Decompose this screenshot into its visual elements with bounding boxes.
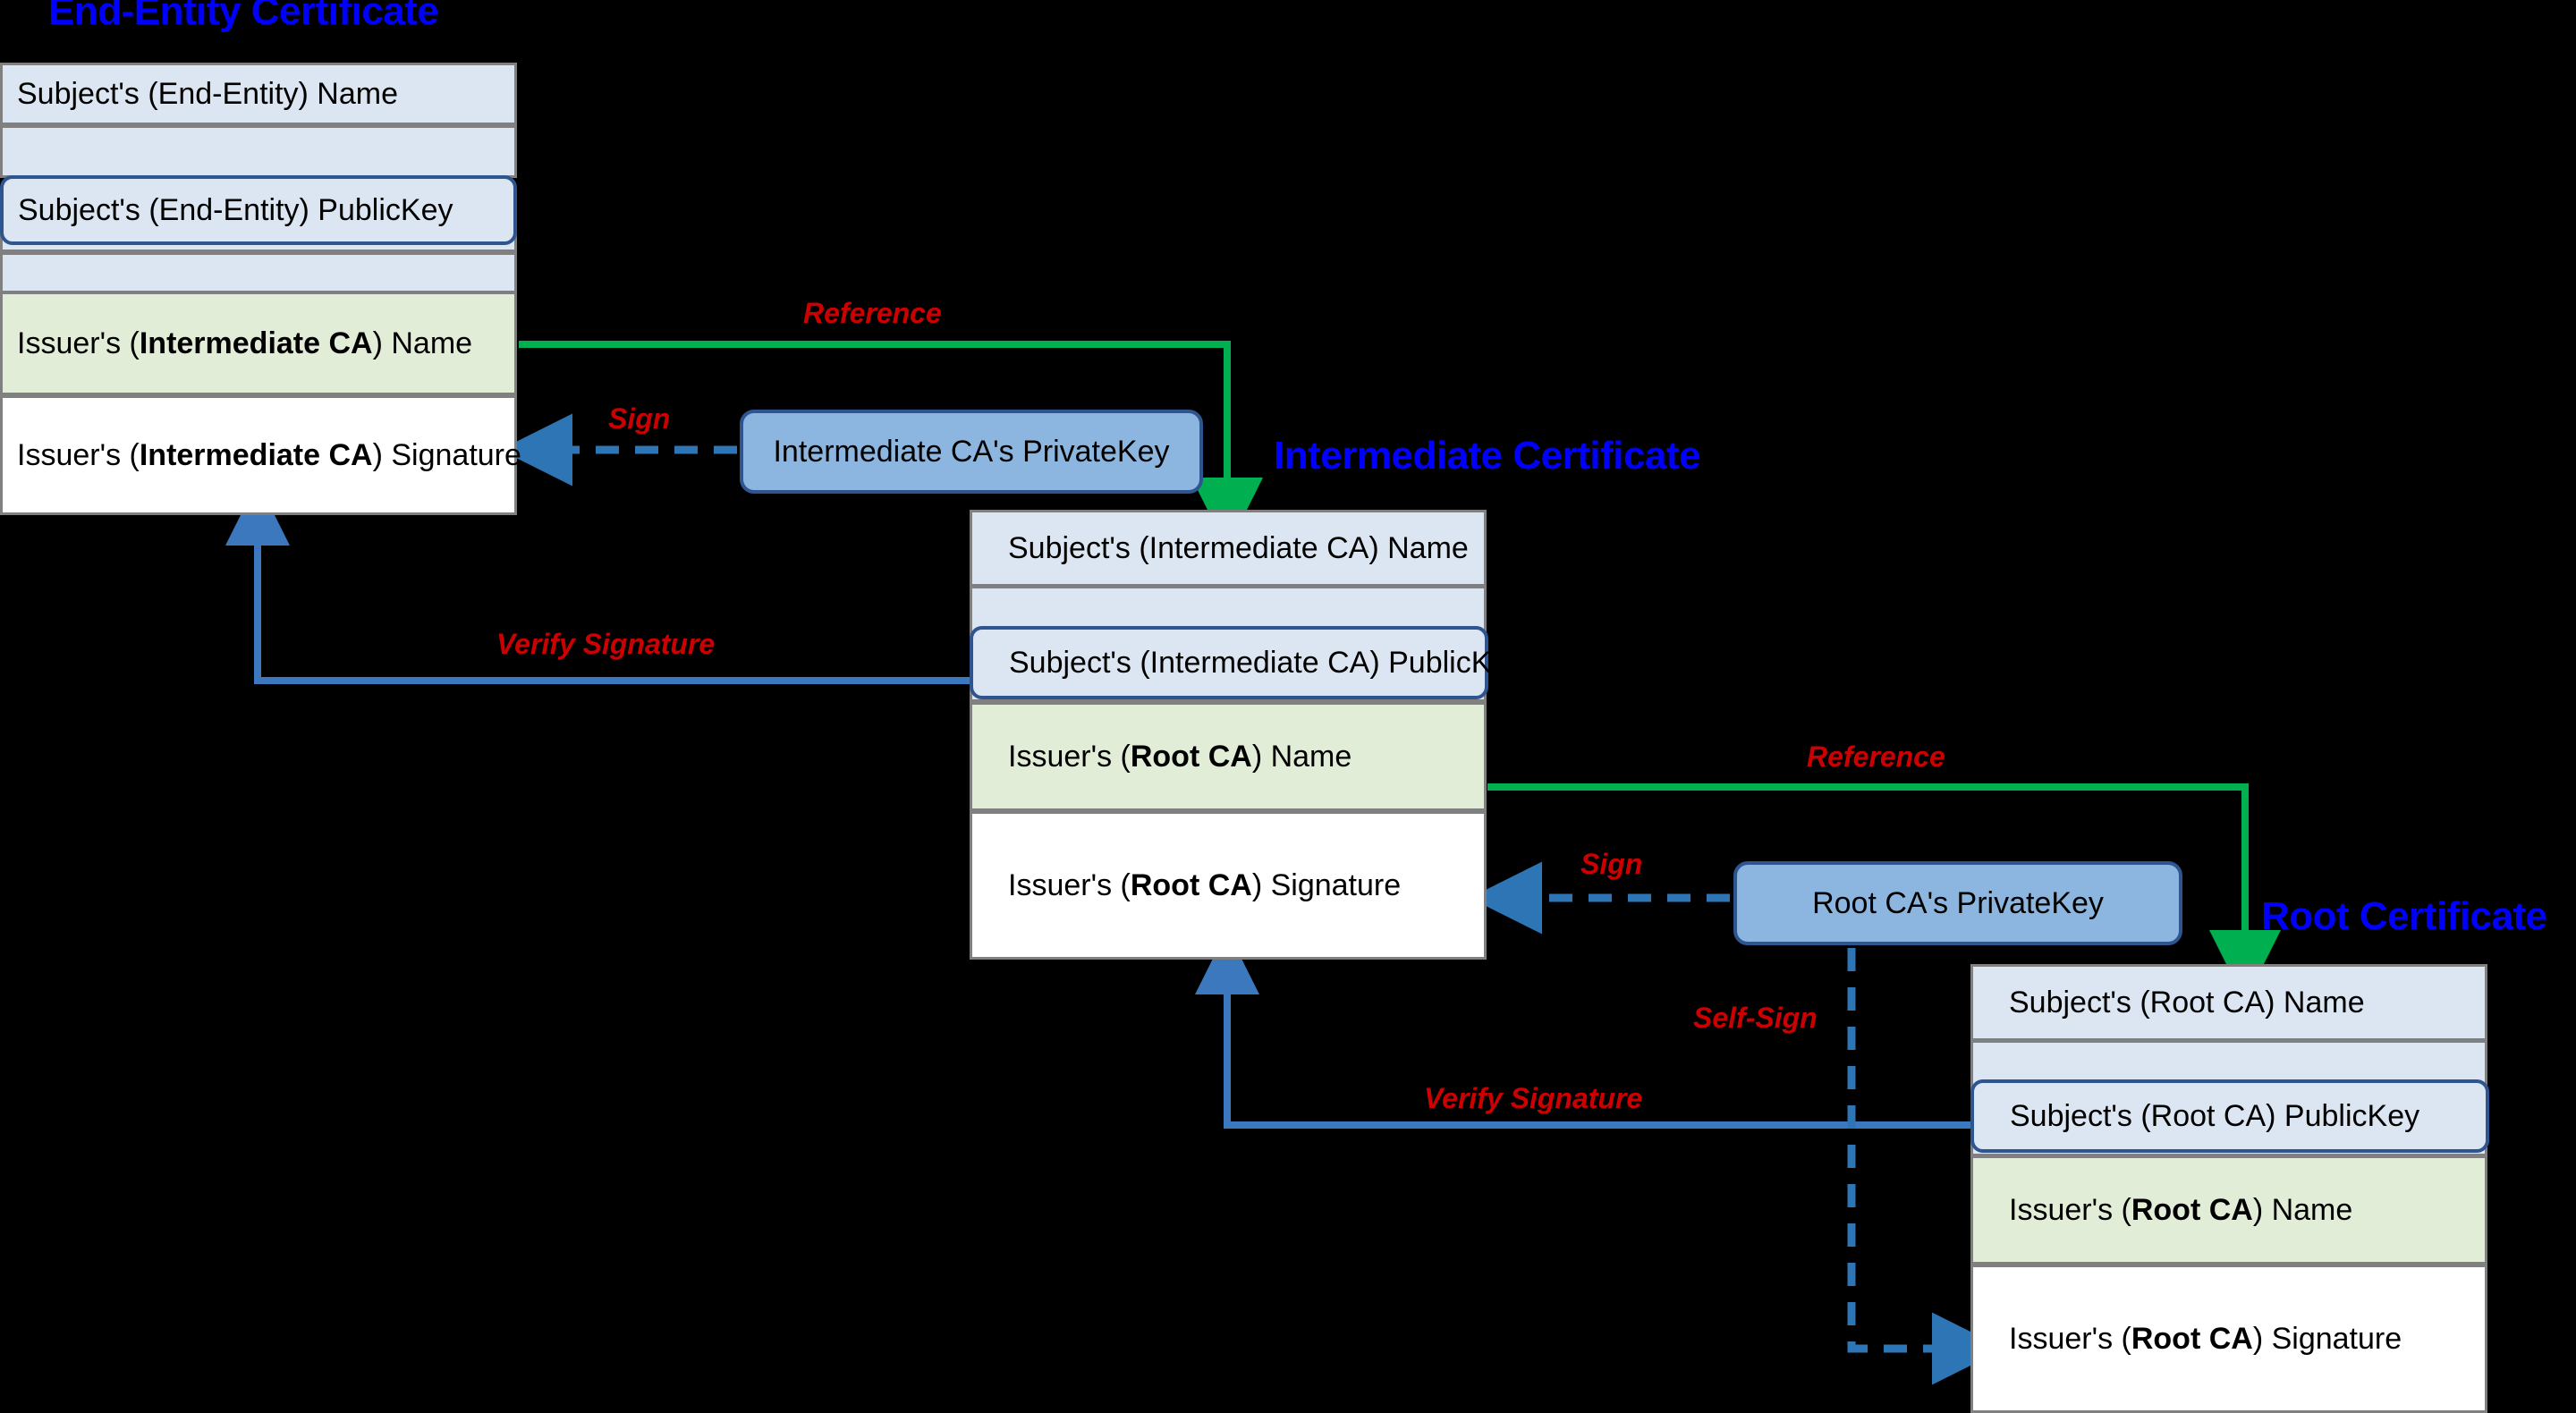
reference-label-intermediate: Reference xyxy=(803,297,942,329)
self-sign-arrow-root xyxy=(1847,948,2004,1385)
intermediate-ca-privatekey-box: Intermediate CA's PrivateKey xyxy=(740,410,1203,494)
verify-signature-arrow-intermediate xyxy=(225,481,970,684)
row-label: Issuer's (Root CA) Name xyxy=(1008,739,1352,774)
intermediate-certificate-title: Intermediate Certificate xyxy=(1274,434,1701,478)
intermediate-issuer-name-row: Issuer's (Root CA) Name xyxy=(970,702,1487,811)
end-entity-certificate-title: End-Entity Certificate xyxy=(48,0,439,33)
row-label: Subject's (End-Entity) PublicKey xyxy=(18,192,453,227)
root-ca-privatekey-box: Root CA's PrivateKey xyxy=(1733,861,2182,945)
row-label: Subject's (Root CA) PublicKey xyxy=(2010,1098,2420,1133)
verify-signature-label-root: Verify Signature xyxy=(1424,1082,1643,1114)
intermediate-issuer-signature-row: Issuer's (Root CA) Signature xyxy=(970,811,1487,960)
row-label: Subject's (Intermediate CA) PublicKey xyxy=(1009,645,1524,680)
end-entity-issuer-signature-row: Issuer's (Intermediate CA) Signature xyxy=(0,395,521,515)
privatekey-label: Intermediate CA's PrivateKey xyxy=(773,434,1170,469)
row-label: Subject's (End-Entity) Name xyxy=(17,76,398,111)
end-entity-gap-fill xyxy=(0,252,517,293)
row-label: Subject's (Intermediate CA) Name xyxy=(1008,530,1469,565)
intermediate-subject-publickey-row: Subject's (Intermediate CA) PublicKey xyxy=(970,626,1523,699)
end-entity-subject-publickey-row: Subject's (End-Entity) PublicKey xyxy=(0,175,517,245)
root-issuer-signature-row: Issuer's (Root CA) Signature xyxy=(1970,1265,2487,1413)
self-sign-label-root: Self-Sign xyxy=(1693,1002,1818,1034)
root-certificate-title: Root Certificate xyxy=(2261,894,2547,938)
end-entity-subject-publickey-underlay xyxy=(0,125,517,178)
row-label: Subject's (Root CA) Name xyxy=(2009,985,2365,1020)
row-label: Issuer's (Root CA) Name xyxy=(2009,1192,2353,1227)
end-entity-subject-name-row: Subject's (End-Entity) Name xyxy=(0,63,517,125)
reference-arrow-root xyxy=(1487,783,2281,1002)
root-subject-publickey-row: Subject's (Root CA) PublicKey xyxy=(1970,1079,2489,1153)
reference-label-root: Reference xyxy=(1807,740,1945,773)
reference-arrow-intermediate xyxy=(519,341,1263,549)
row-label: Issuer's (Root CA) Signature xyxy=(1008,867,1402,902)
row-label: Issuer's (Root CA) Signature xyxy=(2009,1321,2402,1356)
row-label: Issuer's (Intermediate CA) Name xyxy=(17,326,473,360)
sign-label-root: Sign xyxy=(1580,848,1643,880)
root-issuer-name-row: Issuer's (Root CA) Name xyxy=(1970,1155,2487,1265)
verify-signature-label-intermediate: Verify Signature xyxy=(496,628,716,660)
root-subject-name-row: Subject's (Root CA) Name xyxy=(1970,964,2487,1041)
privatekey-label: Root CA's PrivateKey xyxy=(1812,885,2104,920)
row-label: Issuer's (Intermediate CA) Signature xyxy=(17,437,521,472)
intermediate-subject-name-row: Subject's (Intermediate CA) Name xyxy=(970,510,1487,587)
sign-label-intermediate: Sign xyxy=(608,402,671,435)
verify-signature-arrow-root xyxy=(1195,930,1970,1129)
end-entity-issuer-name-row: Issuer's (Intermediate CA) Name xyxy=(0,292,517,395)
